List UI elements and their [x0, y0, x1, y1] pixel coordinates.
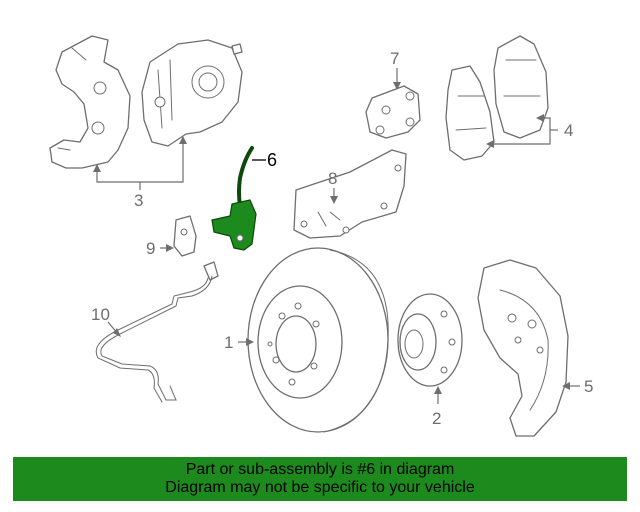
callout-4: 4: [564, 121, 573, 140]
callout-6: 6: [267, 150, 277, 170]
callout-3: 3: [134, 191, 143, 210]
callout-1: 1: [224, 333, 233, 352]
brake-rotor: [247, 247, 389, 433]
pad-wear-bracket: [365, 85, 421, 139]
wear-sensor-wire: [95, 261, 219, 403]
wheel-speed-sensor[interactable]: [211, 146, 257, 251]
callout-5: 5: [584, 377, 593, 396]
callout-3-leader: [93, 136, 187, 190]
caliper-bracket: [49, 35, 131, 169]
parts-diagram: 3 7 4 8 6: [49, 35, 593, 437]
banner-line-2: Diagram may not be specific to your vehi…: [165, 479, 475, 496]
shield-bracket: [293, 149, 407, 239]
brake-pads: [445, 35, 549, 161]
callout-8: 8: [328, 169, 337, 188]
wheel-hub: [397, 293, 463, 387]
callout-10: 10: [91, 305, 110, 324]
callout-7: 7: [390, 49, 399, 68]
notice-banner: Part or sub-assembly is #6 in diagram Di…: [13, 457, 627, 501]
callout-9: 9: [146, 239, 155, 258]
callout-2: 2: [432, 409, 441, 428]
brake-caliper: [141, 39, 243, 147]
callout-4-leader: [486, 114, 558, 148]
sensor-clip: [173, 215, 197, 257]
splash-shield: [477, 259, 569, 437]
banner-line-1: Part or sub-assembly is #6 in diagram: [185, 461, 455, 478]
